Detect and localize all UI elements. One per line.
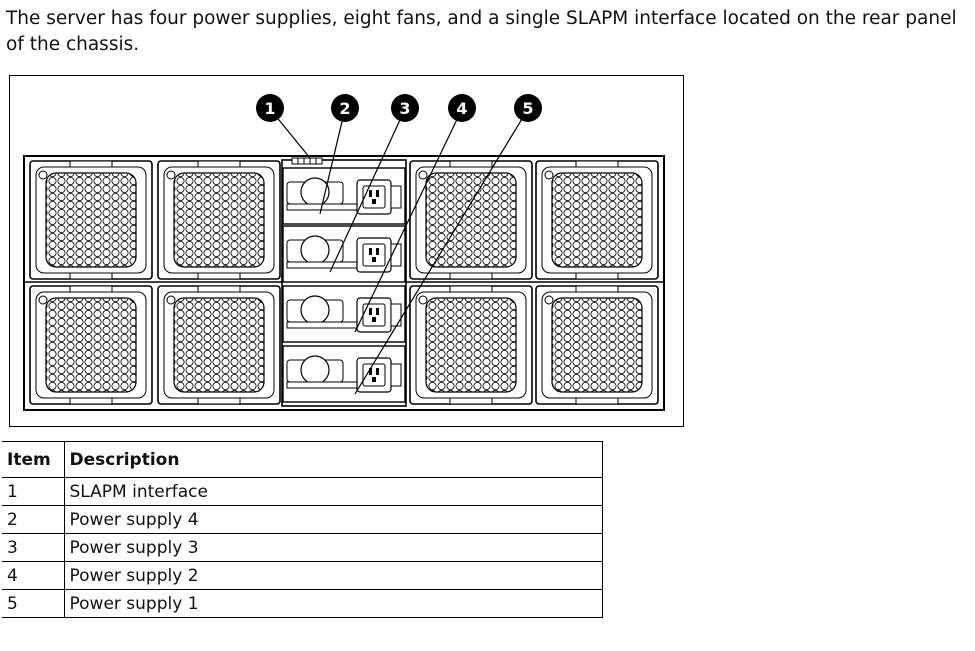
table-row: 3 Power supply 3 (2, 533, 603, 562)
fan-icon (535, 285, 659, 405)
power-supply-icon (282, 285, 406, 343)
fan-icon (157, 160, 281, 280)
slapm-interface-port (291, 157, 323, 165)
item-number: 1 (2, 477, 64, 506)
item-number: 2 (2, 505, 64, 534)
fan-icon (29, 160, 153, 280)
item-description: Power supply 4 (63, 505, 603, 534)
svg-text:4: 4 (456, 99, 467, 118)
item-description: Power supply 3 (63, 533, 603, 562)
fan-icon (29, 285, 153, 405)
item-number: 3 (2, 533, 64, 562)
intro-paragraph: The server has four power supplies, eigh… (6, 8, 957, 55)
column-header-description: Description (63, 441, 603, 478)
item-number: 5 (2, 589, 64, 618)
callout-4: 4 (448, 94, 476, 122)
item-description: Power supply 2 (63, 561, 603, 590)
power-supply-icon (282, 167, 406, 225)
table-row: 2 Power supply 4 (2, 505, 603, 534)
fan-icon (157, 285, 281, 405)
fan-icon (535, 160, 659, 280)
fan-icon (409, 285, 533, 405)
table-row: 4 Power supply 2 (2, 561, 603, 590)
svg-text:2: 2 (339, 99, 350, 118)
power-supply-icon (282, 345, 406, 403)
power-supply-icon (282, 225, 406, 283)
item-number: 4 (2, 561, 64, 590)
svg-text:3: 3 (399, 99, 410, 118)
column-header-item: Item (2, 441, 65, 478)
svg-text:1: 1 (264, 99, 275, 118)
table-row: 1 SLAPM interface (2, 477, 603, 506)
callout-2: 2 (331, 94, 359, 122)
svg-text:5: 5 (522, 99, 533, 118)
legend-table: Item Description 1 SLAPM interface 2 Pow… (2, 441, 603, 618)
table-header-row: Item Description (2, 441, 603, 478)
table-row: 5 Power supply 1 (2, 589, 603, 618)
chassis-rear-diagram: 1 2 3 4 5 (23, 94, 665, 411)
rear-panel-figure: 1 2 3 4 5 (9, 75, 684, 427)
callout-5: 5 (514, 94, 542, 122)
item-description: Power supply 1 (63, 589, 603, 618)
callout-1: 1 (256, 94, 284, 122)
item-description: SLAPM interface (63, 477, 603, 506)
callout-3: 3 (391, 94, 419, 122)
